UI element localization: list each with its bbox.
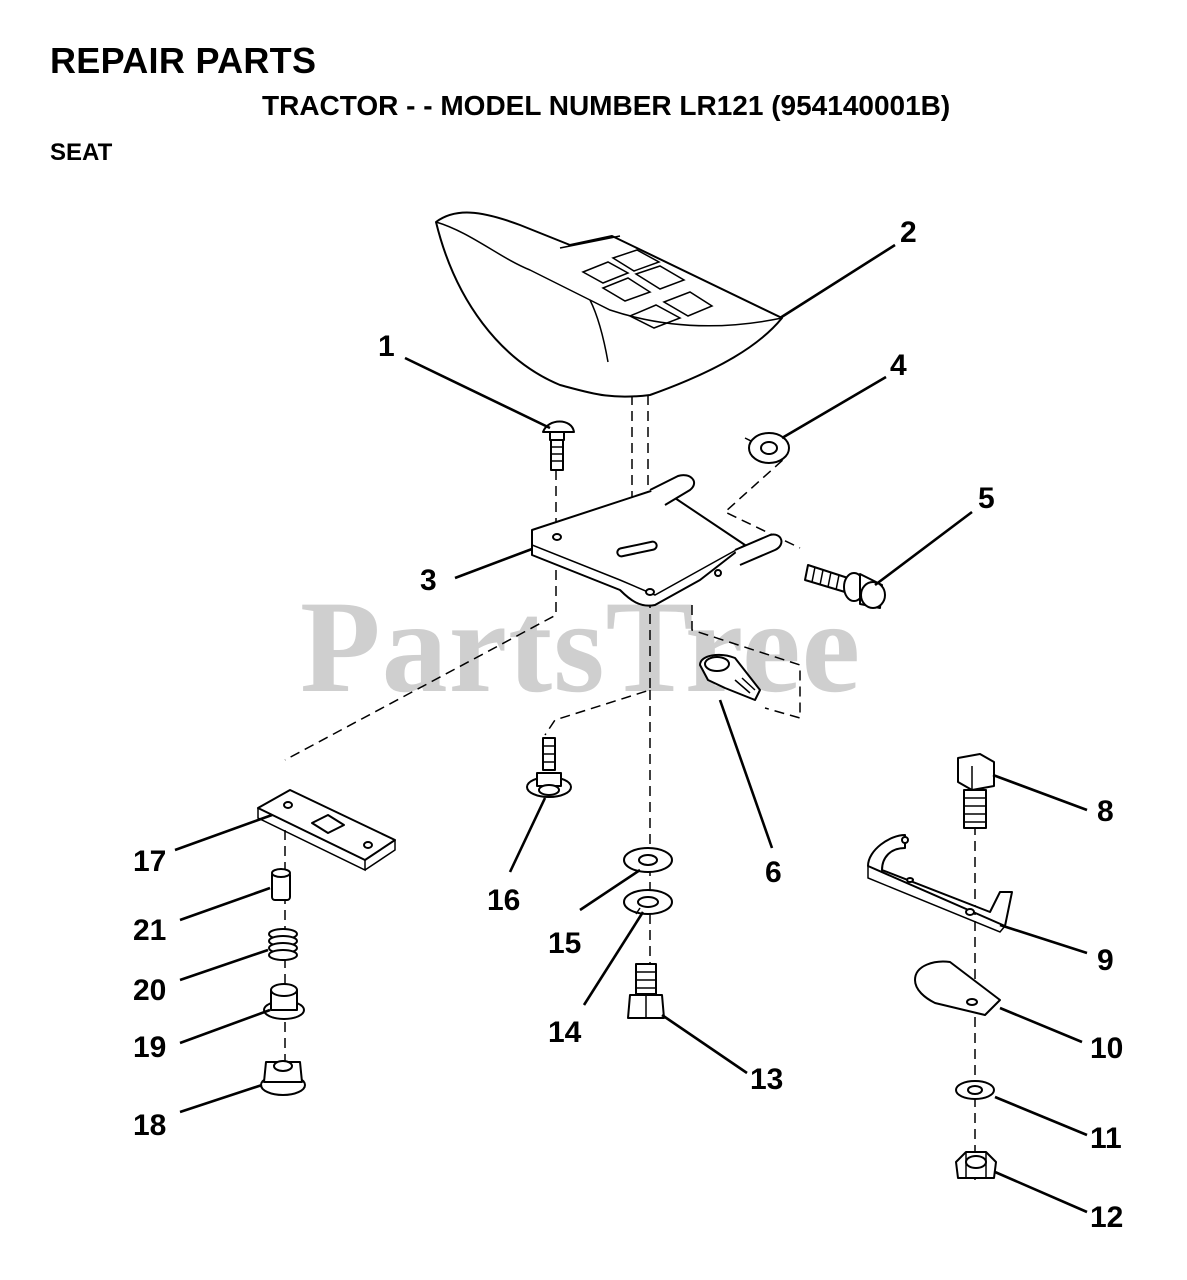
part-3-seat-pan (531, 474, 783, 607)
callout-12: 12 (1090, 1201, 1123, 1234)
part-8-hex-bolt (957, 753, 995, 829)
callout-21: 21 (133, 914, 166, 947)
part-1-carriage-bolt (542, 420, 575, 471)
callout-5: 5 (978, 482, 995, 515)
callout-10: 10 (1090, 1032, 1123, 1065)
callout-8: 8 (1097, 795, 1114, 828)
watermark: PartsTree (300, 573, 862, 720)
callout-4: 4 (890, 349, 907, 382)
callout-16: 16 (487, 884, 520, 917)
callout-14: 14 (548, 1016, 582, 1049)
callout-6: 6 (765, 856, 782, 889)
part-11-washer (955, 1080, 995, 1100)
part-19-bushing (263, 983, 305, 1020)
section-label: SEAT (50, 139, 113, 166)
callout-3: 3 (420, 564, 437, 597)
part-12-lock-nut (955, 1151, 997, 1179)
callout-9: 9 (1097, 944, 1114, 977)
part-17-slide-plate (257, 789, 396, 872)
part-16-flange-bolt (526, 737, 572, 798)
part-10-spring-clip (914, 960, 1001, 1016)
part-18-flange-nut (260, 1060, 306, 1096)
callout-1: 1 (378, 330, 395, 363)
part-5-shoulder-bolt (804, 564, 886, 609)
part-14-lock-washer (623, 889, 673, 915)
callout-labels: 1 2 3 4 5 6 8 9 10 11 12 13 14 15 16 17 … (133, 216, 1123, 1234)
part-2-seat (435, 211, 783, 398)
part-15-flat-washer (623, 847, 673, 873)
page-title: REPAIR PARTS (50, 40, 317, 81)
part-13-bolt (627, 963, 665, 1019)
part-20-spring (268, 928, 298, 961)
callout-18: 18 (133, 1109, 166, 1142)
part-9-bracket (867, 834, 1013, 933)
part-6-clip (699, 653, 761, 701)
part-21-pin (271, 868, 291, 901)
callout-20: 20 (133, 974, 166, 1007)
callout-17: 17 (133, 845, 166, 878)
callout-11: 11 (1090, 1122, 1122, 1155)
callout-2: 2 (900, 216, 917, 249)
callout-19: 19 (133, 1031, 166, 1064)
model-subtitle: TRACTOR - - MODEL NUMBER LR121 (95414000… (262, 90, 951, 121)
callout-13: 13 (750, 1063, 783, 1096)
part-4-nut (748, 432, 790, 464)
callout-15: 15 (548, 927, 581, 960)
leader-lines (174, 243, 1088, 1214)
